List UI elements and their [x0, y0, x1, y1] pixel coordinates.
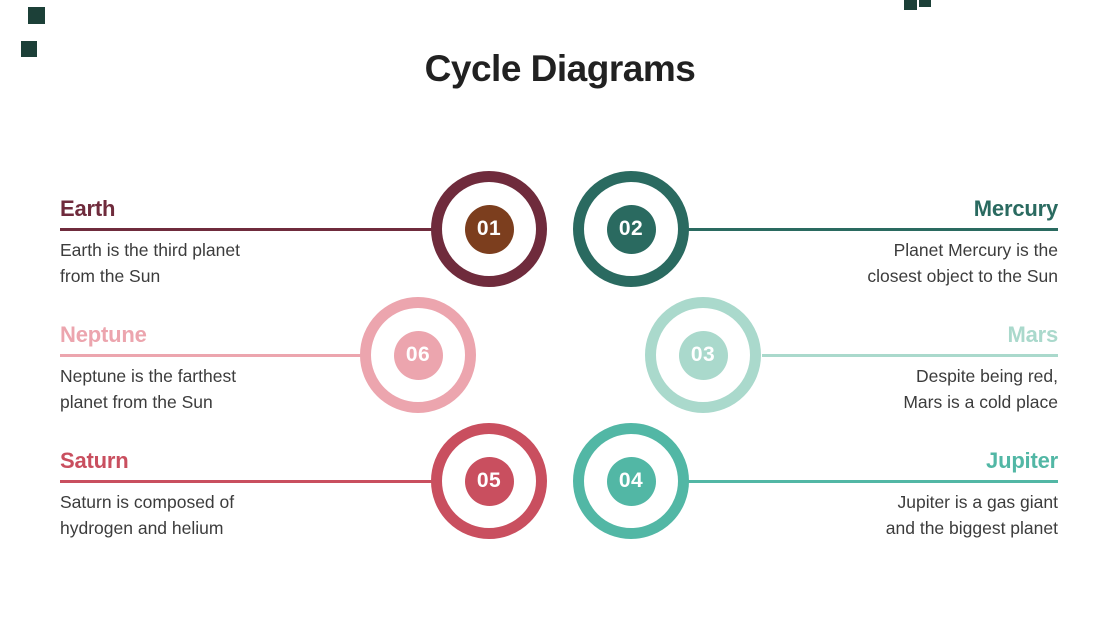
connector-line-neptune	[60, 354, 361, 357]
connector-line-mercury	[688, 228, 1058, 231]
step-number-badge: 04	[606, 456, 656, 506]
cycle-node-saturn: 05	[431, 423, 547, 539]
cycle-node-neptune: 06	[360, 297, 476, 413]
connector-line-mars	[762, 354, 1058, 357]
planet-desc-mars: Despite being red, Mars is a cold place	[903, 366, 1058, 412]
step-number-badge: 05	[464, 456, 514, 506]
step-number-badge: 03	[678, 330, 728, 380]
planet-desc-earth: Earth is the third planet from the Sun	[60, 240, 240, 286]
planet-name-mercury: Mercury	[973, 196, 1058, 221]
pixel-decor-icon	[21, 41, 37, 57]
cycle-node-earth: 01	[431, 171, 547, 287]
planet-name-mars: Mars	[1007, 322, 1058, 347]
cycle-node-mercury: 02	[573, 171, 689, 287]
planet-desc-neptune: Neptune is the farthest planet from the …	[60, 366, 237, 412]
planet-desc-saturn: Saturn is composed of hydrogen and heliu…	[60, 492, 235, 538]
planet-name-earth: Earth	[60, 196, 116, 221]
cycle-node-mars: 03	[645, 297, 761, 413]
connector-line-earth	[60, 228, 432, 231]
planet-name-saturn: Saturn	[60, 448, 129, 473]
pixel-decor-icon	[904, 0, 917, 10]
connector-line-jupiter	[688, 480, 1058, 483]
step-number-badge: 06	[393, 330, 443, 380]
planet-desc-mercury: Planet Mercury is the closest object to …	[867, 240, 1058, 286]
step-number-badge: 01	[464, 204, 514, 254]
step-number-badge: 02	[606, 204, 656, 254]
pixel-decor-icon	[919, 0, 931, 7]
slide-title: Cycle Diagrams	[424, 48, 696, 89]
planet-desc-jupiter: Jupiter is a gas giant and the biggest p…	[885, 492, 1058, 538]
cycle-node-jupiter: 04	[573, 423, 689, 539]
connector-line-saturn	[60, 480, 432, 483]
pixel-decor-icon	[28, 7, 45, 24]
planet-name-jupiter: Jupiter	[986, 448, 1058, 473]
planet-name-neptune: Neptune	[60, 322, 147, 347]
